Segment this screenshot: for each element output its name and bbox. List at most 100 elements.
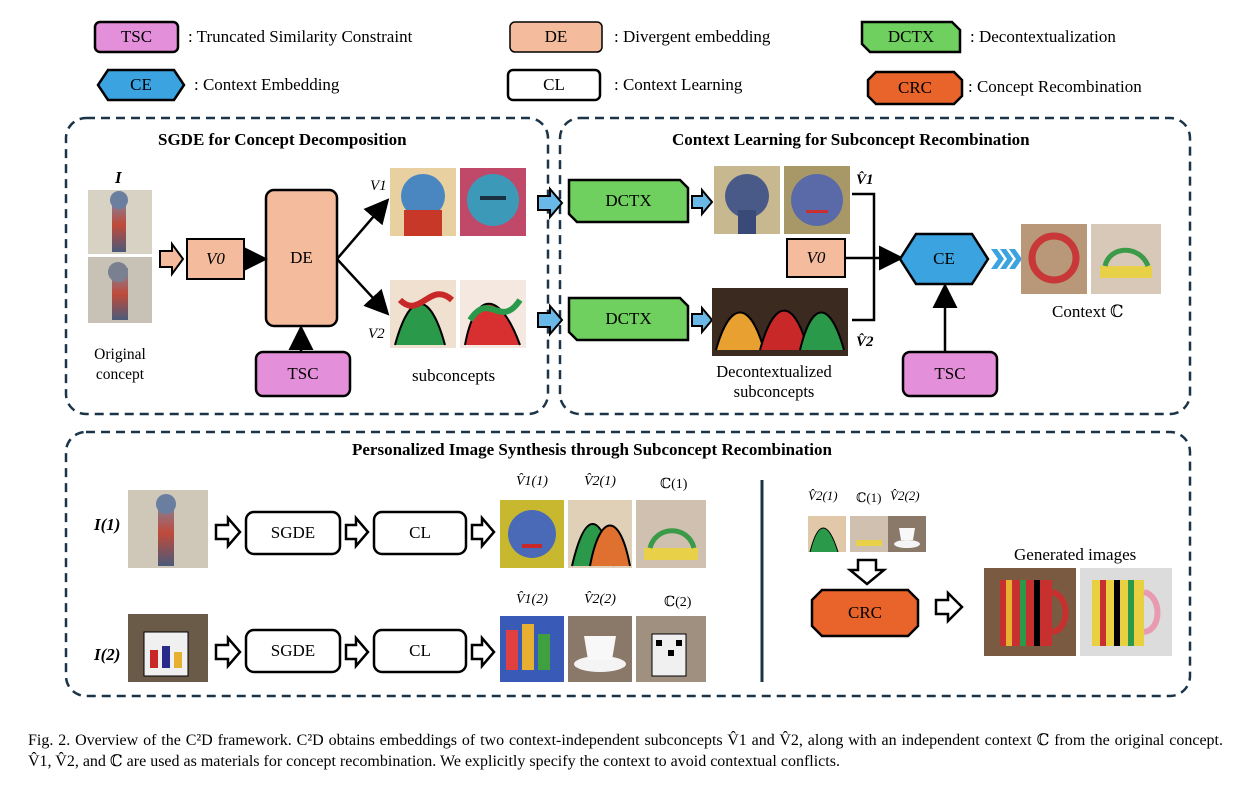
fat-arrow-dctx-top-out	[691, 187, 714, 217]
row1-fat-arrow-3	[470, 514, 496, 550]
row1-cl-label: CL	[409, 523, 431, 542]
panel-context-learning	[558, 116, 1192, 416]
legend-crc-desc: : Concept Recombination	[968, 77, 1142, 96]
legend-cl-abbr: CL	[543, 75, 565, 94]
subconcept-v2-image-2	[460, 280, 526, 348]
input-cat-image-1	[88, 190, 152, 254]
dctx-box-bottom	[567, 296, 690, 342]
recomb-v2-2-image	[888, 516, 926, 552]
fat-arrow-to-dctx-bottom	[537, 303, 564, 337]
row2-out2-label: V̂2(2)	[584, 592, 616, 607]
legend-tsc-abbr: TSC	[120, 27, 153, 46]
row1-sgde-label: SGDE	[270, 523, 316, 542]
crc-box	[810, 588, 920, 638]
row1-out-context-image	[636, 500, 706, 568]
ce-label: CE	[933, 249, 955, 268]
down-fat-arrow-to-crc	[846, 558, 888, 586]
decontext-v1-image-2	[784, 166, 850, 234]
row1-out2-label: V̂2(1)	[584, 474, 616, 489]
tsc-label-panel1: TSC	[287, 364, 319, 383]
chevrons-ce-to-context	[991, 249, 1022, 269]
context-image-1	[1021, 224, 1087, 294]
dctx-box-top	[567, 178, 690, 224]
generated-image-1	[984, 568, 1076, 656]
generated-images-label: Generated images	[1014, 545, 1137, 564]
v0-box-panel2	[786, 238, 846, 278]
tsc-box-panel1	[254, 350, 352, 398]
row1-out-v1-image	[500, 500, 564, 568]
row1-cl-box	[372, 510, 468, 556]
connector-v1-to-ce	[852, 192, 876, 258]
arrow-de-to-v2	[336, 258, 390, 316]
legend-dctx-shape	[860, 20, 962, 54]
legend-dctx-abbr: DCTX	[887, 27, 935, 46]
fat-arrow-to-dctx-top	[537, 186, 564, 220]
row1-input-label: I(1)	[94, 515, 121, 534]
panel2-title: Context Learning for Subconcept Recombin…	[672, 130, 1030, 149]
input-fat-arrow	[159, 240, 185, 278]
legend-ce-desc: : Context Embedding	[194, 75, 340, 94]
dctx-label-top: DCTX	[605, 191, 652, 210]
dctx-label-bottom: DCTX	[605, 309, 652, 328]
decontextualized-label: Decontextualized subconcepts	[716, 362, 832, 401]
v1-hat-label: V̂1	[856, 172, 874, 188]
subconcept-v1-image-2	[460, 168, 526, 236]
recomb-label-3: V̂2(2)	[890, 488, 920, 503]
legend-de-abbr: DE	[544, 27, 568, 46]
row1-out1-label: V̂1(1)	[516, 474, 548, 489]
v2-label: V2	[368, 326, 385, 342]
legend-crc-abbr: CRC	[897, 78, 933, 97]
v1-label: V1	[370, 178, 387, 194]
v2-hat-label: V̂2	[856, 334, 874, 350]
recomb-label-1: V̂2(1)	[808, 488, 838, 503]
row2-input-label: I(2)	[94, 645, 121, 664]
legend-de-shape	[509, 21, 603, 53]
tsc-box-panel2	[901, 350, 999, 398]
row2-out1-label: V̂1(2)	[516, 592, 548, 607]
fat-arrow-crc-to-generated	[934, 589, 964, 625]
legend-cl-shape	[506, 68, 602, 102]
v0-label-panel2: V0	[806, 248, 826, 267]
row1-out3-label: ℂ(1)	[660, 477, 688, 492]
row2-fat-arrow-1	[214, 634, 242, 670]
legend-ce-shape	[96, 68, 186, 102]
context-label: Context ℂ	[1052, 302, 1124, 321]
decontext-v1-image-1	[714, 166, 780, 234]
panel-synthesis	[64, 430, 1192, 698]
row1-out-v2-image	[568, 500, 632, 568]
legend-ce-abbr: CE	[130, 75, 152, 94]
legend-de-desc: : Divergent embedding	[614, 27, 771, 46]
legend-cl-desc: : Context Learning	[614, 75, 743, 94]
row2-fat-arrow-3	[470, 634, 496, 670]
arrow-de-to-v1	[336, 198, 390, 260]
row2-cl-label: CL	[409, 641, 431, 660]
row2-out-context-image	[636, 616, 706, 682]
context-image-2	[1091, 224, 1161, 294]
panel-sgde	[64, 116, 550, 416]
de-label: DE	[290, 248, 313, 267]
original-concept-label: Original concept	[94, 346, 146, 383]
row2-out-v2-image	[568, 616, 632, 682]
legend-tsc-shape	[93, 20, 180, 54]
row2-sgde-label: SGDE	[270, 641, 316, 660]
input-label-i: I	[115, 168, 122, 187]
panel1-title: SGDE for Concept Decomposition	[158, 130, 407, 149]
row2-fat-arrow-2	[344, 634, 370, 670]
row1-fat-arrow-2	[344, 514, 370, 550]
recomb-label-2: ℂ(1)	[856, 490, 882, 505]
row1-input-image	[128, 490, 208, 568]
figure-caption: Fig. 2. Overview of the C²D framework. C…	[28, 732, 1223, 770]
legend-dctx-desc: : Decontextualization	[970, 27, 1116, 46]
subconcept-v2-image-1	[390, 280, 456, 348]
row2-out-v1-image	[500, 616, 564, 682]
row1-fat-arrow-1	[214, 514, 242, 550]
recomb-v2-1-image	[808, 516, 846, 553]
panel3-title: Personalized Image Synthesis through Sub…	[352, 440, 832, 459]
connector-v2-to-ce	[852, 258, 876, 322]
legend-tsc-desc: : Truncated Similarity Constraint	[188, 27, 413, 46]
row2-cl-box	[372, 628, 468, 674]
row1-sgde-box	[244, 510, 342, 556]
legend-crc-shape	[866, 70, 964, 106]
ce-box	[898, 232, 990, 286]
